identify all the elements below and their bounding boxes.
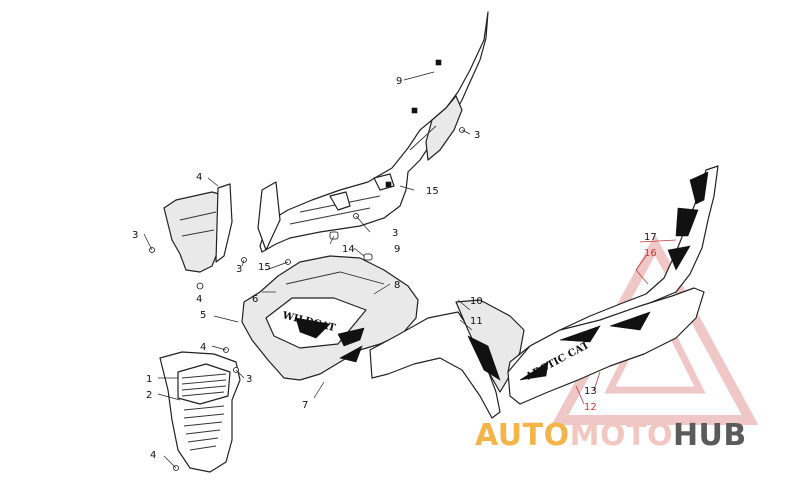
front-grille	[159, 351, 241, 473]
callout-4-grille: 4	[200, 342, 206, 353]
callout-7: 7	[302, 400, 308, 411]
upper-side-panel	[257, 11, 489, 253]
callout-3-left: 3	[132, 230, 138, 241]
automotohub-watermark: AUTOMOTOHUB	[475, 418, 795, 458]
callout-9-center: 9	[394, 244, 400, 255]
callout-labels: 9 3 4 15 3 3 14 9 3 15 8 4 6 5 4 1 3 2 7…	[132, 76, 657, 461]
watermark-part-auto: AUTO	[475, 418, 570, 453]
callout-6: 6	[252, 294, 258, 305]
callout-3-center: 3	[392, 228, 398, 239]
callout-1: 1	[146, 374, 152, 385]
callout-3-lower: 3	[236, 264, 242, 275]
callout-2: 2	[146, 390, 152, 401]
callout-14: 14	[342, 244, 355, 255]
callout-15-left: 15	[258, 262, 271, 273]
callout-10: 10	[470, 296, 483, 307]
callout-12: 12	[584, 402, 597, 413]
callout-11: 11	[470, 316, 483, 327]
callout-3-grille: 3	[246, 374, 252, 385]
rear-side-panel	[507, 165, 719, 405]
callout-17: 17	[644, 232, 657, 243]
front-hood	[241, 255, 419, 381]
callout-4-bottom: 4	[150, 450, 156, 461]
callout-4-left-top: 4	[196, 172, 202, 183]
callout-3-top-right: 3	[474, 130, 480, 141]
watermark-part-hub: HUB	[672, 418, 747, 453]
leader-lines	[143, 71, 677, 469]
callout-13: 13	[584, 386, 597, 397]
callout-16: 16	[644, 248, 657, 259]
callout-5: 5	[200, 310, 206, 321]
callout-4-left-mid: 4	[196, 294, 202, 305]
callout-9-top: 9	[396, 76, 402, 87]
left-side-cover	[163, 183, 233, 290]
watermark-part-moto: MOTO	[569, 418, 673, 453]
callout-15-right: 15	[426, 186, 439, 197]
callout-8: 8	[394, 280, 400, 291]
hardware-fasteners	[149, 127, 465, 471]
